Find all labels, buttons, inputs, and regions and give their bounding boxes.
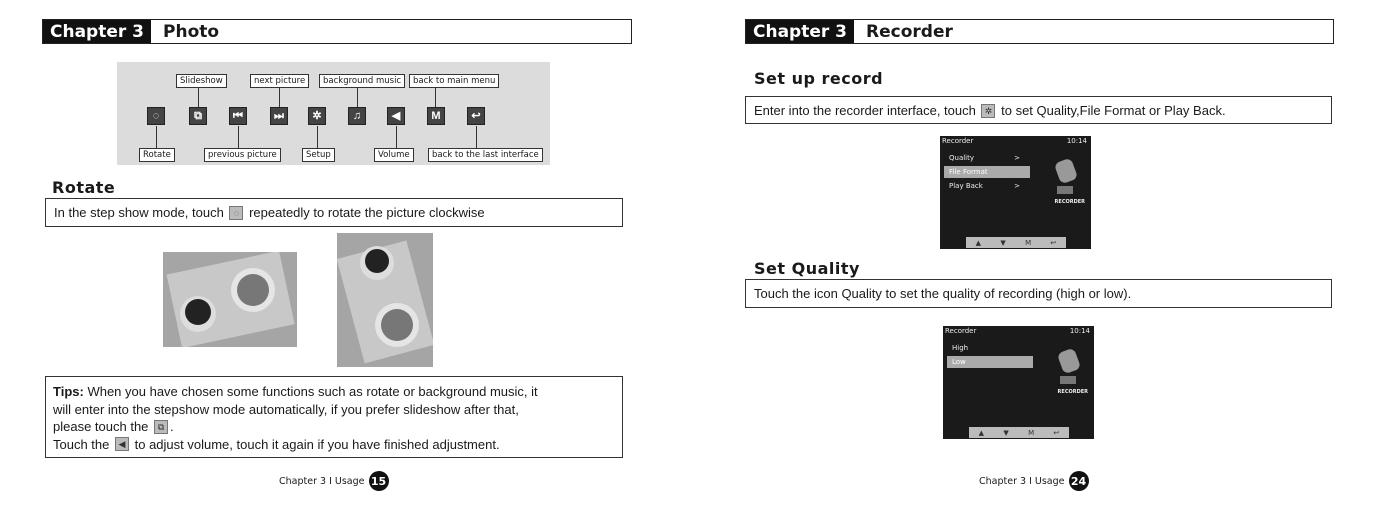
- label-back-to-last-interface: back to the last interface: [428, 148, 543, 162]
- back-icon[interactable]: ↩: [1050, 238, 1057, 247]
- music-icon[interactable]: ♫: [348, 107, 366, 125]
- tips-line2: will enter into the stepshow mode automa…: [53, 401, 519, 417]
- quality-option-low[interactable]: Low: [947, 356, 1033, 368]
- quality-text: Touch the icon Quality to set the qualit…: [754, 286, 1132, 301]
- label-rotate: Rotate: [139, 148, 175, 162]
- slideshow-icon[interactable]: ⧉: [189, 107, 207, 125]
- setup-icon: ✲: [981, 103, 996, 118]
- photo-portrait: [337, 233, 433, 367]
- menu-item-play-back[interactable]: Play Back>: [949, 182, 1020, 190]
- footer-text: Chapter 3 I Usage: [279, 475, 365, 487]
- label-background-music: background music: [319, 74, 406, 88]
- footer-text: Chapter 3 I Usage: [979, 475, 1065, 487]
- recorder-screen-menu: Recorder 10:14 Quality> File Format Play…: [940, 136, 1091, 249]
- left-footer: Chapter 3 I Usage 15: [279, 471, 389, 491]
- tips-line1: When you have chosen some functions such…: [83, 384, 538, 399]
- volume-icon[interactable]: ◀: [387, 107, 405, 125]
- rotate-icon[interactable]: ◌: [147, 107, 165, 125]
- left-chapter-header: Chapter 3 Photo: [42, 19, 632, 44]
- screen-title: Recorder: [942, 137, 974, 145]
- label-setup: Setup: [302, 148, 335, 162]
- back-icon[interactable]: ↩: [1053, 428, 1060, 437]
- page-number: 15: [368, 471, 389, 491]
- tips-line4b: to adjust volume, touch it again if you …: [134, 436, 500, 452]
- tips-line4a: Touch the: [53, 436, 110, 452]
- menu-item-file-format[interactable]: File Format: [944, 166, 1030, 178]
- setup-icon[interactable]: ✲: [308, 107, 326, 125]
- label-previous-picture: previous picture: [204, 148, 281, 162]
- label-back-to-main-menu: back to main menu: [409, 74, 500, 88]
- set-quality-instructions: Touch the icon Quality to set the qualit…: [745, 279, 1332, 308]
- rotate-text-b: repeatedly to rotate the picture clockwi…: [249, 205, 485, 220]
- right-chapter-header: Chapter 3 Recorder: [745, 19, 1334, 44]
- setup-record-instructions: Enter into the recorder interface, touch…: [745, 96, 1332, 124]
- screen-nav-bar: ▲ ▼ M ↩: [969, 427, 1069, 438]
- volume-icon: ◀: [115, 437, 129, 452]
- page-number: 24: [1068, 471, 1089, 491]
- tips-line3a: please touch the: [53, 419, 149, 434]
- right-footer: Chapter 3 I Usage 24: [979, 471, 1089, 491]
- chapter-title: Recorder: [866, 21, 953, 42]
- screen-status-bar: Recorder 10:14: [942, 137, 1087, 146]
- microphone-icon: [1055, 159, 1077, 194]
- down-icon[interactable]: ▼: [1000, 238, 1006, 247]
- label-volume: Volume: [374, 148, 414, 162]
- screen-status-bar: Recorder 10:14: [945, 327, 1090, 336]
- screen-title: Recorder: [945, 327, 977, 335]
- chapter-tag: Chapter 3: [746, 20, 855, 43]
- rotate-text-a: In the step show mode, touch: [54, 205, 224, 220]
- setup-record-title: Set up record: [754, 69, 884, 88]
- slideshow-icon: ⧉: [154, 419, 169, 434]
- coffee-photo-rotated-image: [337, 233, 433, 367]
- rotate-icon: ◌: [229, 205, 244, 220]
- up-icon[interactable]: ▲: [975, 238, 982, 247]
- rotate-title: Rotate: [52, 178, 116, 197]
- photo-controls-diagram: Slideshow next picture background music …: [117, 62, 550, 165]
- menu-icon[interactable]: M: [1028, 428, 1035, 437]
- screen-brand: RECORDER: [1054, 199, 1085, 205]
- screen-time: 10:14: [1069, 327, 1090, 335]
- quality-option-high[interactable]: High: [952, 344, 969, 352]
- setup-text-a: Enter into the recorder interface, touch: [754, 103, 976, 118]
- chapter-title: Photo: [163, 21, 220, 42]
- recorder-screen-quality: Recorder 10:14 High Low RECORDER ▲ ▼ M ↩: [943, 326, 1094, 439]
- screen-brand: RECORDER: [1057, 389, 1088, 395]
- microphone-icon: [1058, 349, 1080, 384]
- tips-label: Tips:: [53, 384, 84, 399]
- down-icon[interactable]: ▼: [1003, 428, 1009, 437]
- menu-icon[interactable]: M: [1025, 238, 1032, 247]
- setup-text-b: to set Quality,File Format or Play Back.: [1001, 103, 1226, 118]
- set-quality-title: Set Quality: [754, 259, 860, 278]
- chapter-tag: Chapter 3: [43, 20, 152, 43]
- up-icon[interactable]: ▲: [978, 428, 985, 437]
- tips-box: Tips: When you have chosen some function…: [45, 376, 623, 458]
- menu-item-quality[interactable]: Quality>: [949, 154, 1020, 162]
- screen-time: 10:14: [1066, 137, 1087, 145]
- label-next-picture: next picture: [250, 74, 310, 88]
- back-icon[interactable]: ↩: [467, 107, 485, 125]
- photo-landscape: [163, 252, 297, 347]
- coffee-photo-image: [163, 252, 297, 347]
- menu-icon[interactable]: M: [427, 107, 445, 125]
- label-slideshow: Slideshow: [176, 74, 227, 88]
- rotate-instructions: In the step show mode, touch ◌ repeatedl…: [45, 198, 623, 227]
- previous-icon[interactable]: ⏮: [229, 107, 247, 125]
- next-icon[interactable]: ⏭: [270, 107, 288, 125]
- tips-line3b: .: [170, 419, 174, 434]
- screen-nav-bar: ▲ ▼ M ↩: [966, 237, 1066, 248]
